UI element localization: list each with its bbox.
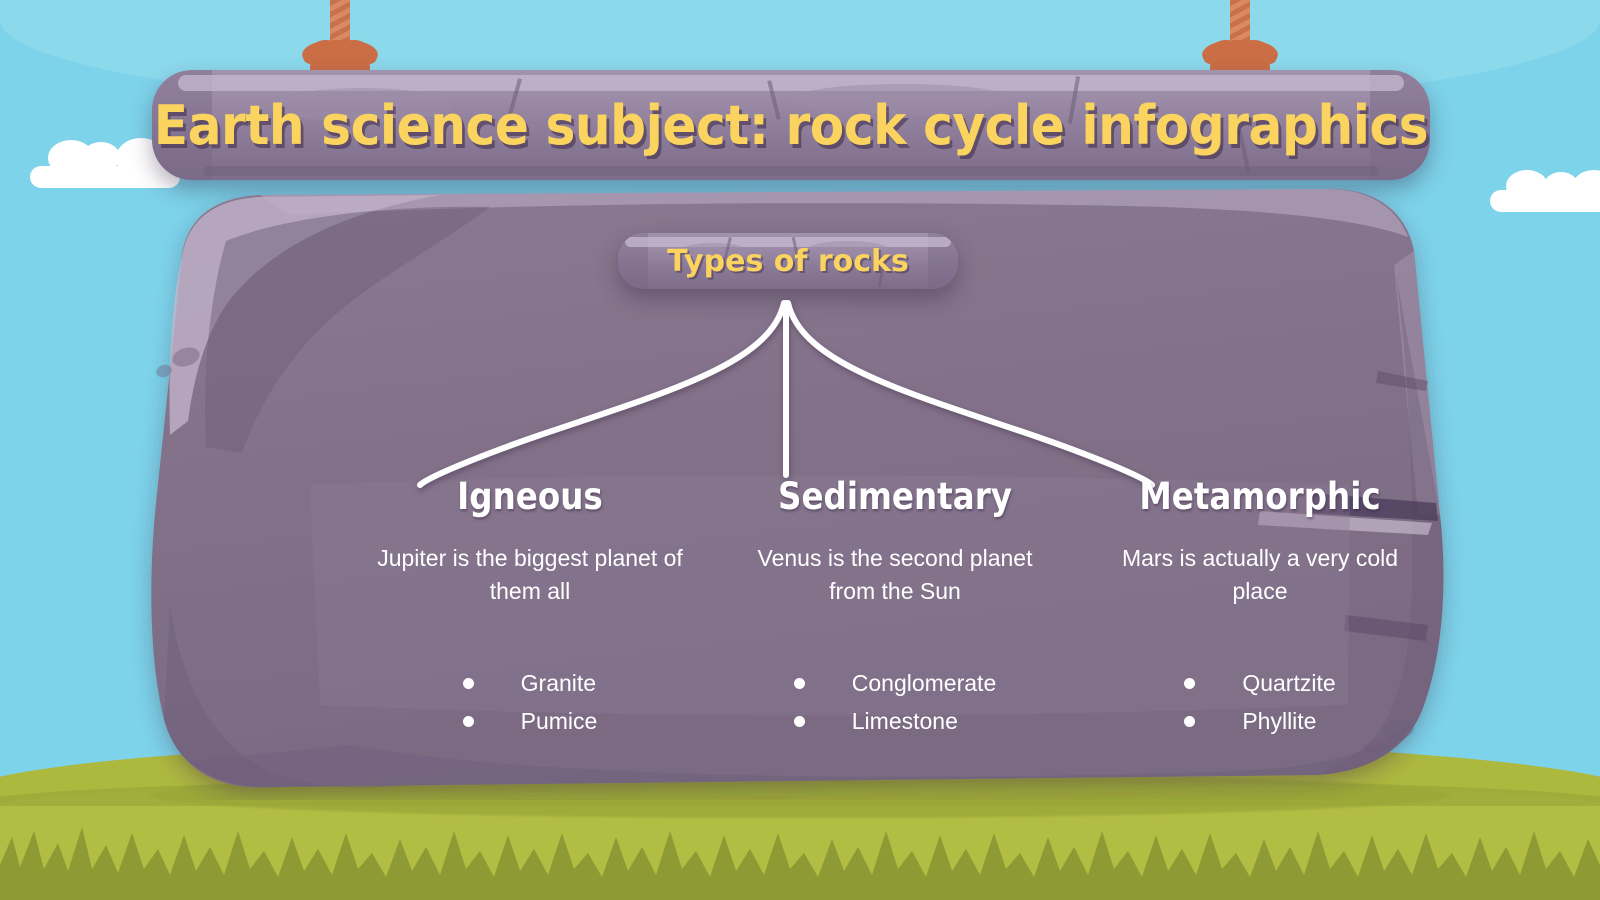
bullet-icon: [462, 715, 474, 727]
list-item: Conglomerate: [793, 665, 997, 702]
column-description: Venus is the second planet from the Sun: [757, 545, 1033, 604]
list-item-label: Granite: [520, 670, 597, 697]
subbanner-highlight: [624, 237, 952, 247]
banner-highlight: [177, 75, 1405, 91]
rock-slab-shape: [151, 188, 1444, 788]
column-heading: Metamorphic: [1139, 475, 1381, 518]
list-item-label: Limestone: [851, 707, 958, 734]
bullet-icon: [462, 678, 474, 690]
list-item-label: Quartzite: [1242, 670, 1336, 697]
column-description: Mars is actually a very cold place: [1121, 545, 1399, 604]
column-list: Conglomerate Limestone: [793, 665, 997, 740]
column-heading: Sedimentary: [777, 475, 1012, 518]
bullet-icon: [1184, 678, 1196, 690]
grass-blades-icon: [0, 827, 1600, 900]
column-heading: Igneous: [457, 475, 603, 518]
column-sedimentary: Sedimentary Venus is the second planet f…: [705, 475, 1085, 740]
list-item: Quartzite: [1184, 665, 1336, 702]
title-banner: Earth science subject: rock cycle infogr…: [152, 70, 1430, 180]
list-item-label: Phyllite: [1242, 707, 1317, 734]
list-item: Pumice: [462, 703, 598, 740]
list-item: Limestone: [793, 703, 996, 740]
column-metamorphic: Metamorphic Mars is actually a very cold…: [1070, 475, 1450, 740]
bullet-icon: [1184, 715, 1196, 727]
connector-lines: [417, 300, 1155, 488]
column-description: Jupiter is the biggest planet of them al…: [377, 545, 683, 604]
list-item-label: Pumice: [520, 707, 598, 734]
slide-title: Earth science subject: rock cycle infogr…: [153, 93, 1429, 157]
diagram-title: Types of rocks: [667, 243, 909, 279]
list-item: Phyllite: [1184, 703, 1335, 740]
cloud-left: [30, 138, 180, 188]
diagram-title-banner: Types of rocks: [618, 233, 958, 289]
bullet-icon: [793, 678, 805, 690]
bullet-icon: [793, 715, 805, 727]
column-igneous: Igneous Jupiter is the biggest planet of…: [340, 475, 720, 740]
banner-underside: [203, 166, 1379, 176]
cloud-right: [1490, 170, 1600, 212]
rock-slab-panel: Types of rocks Igneous Jupiter is th: [110, 185, 1470, 800]
column-list: Granite Pumice: [462, 665, 598, 740]
list-item: Granite: [462, 665, 598, 702]
column-list: Quartzite Phyllite: [1184, 665, 1336, 740]
list-item-label: Conglomerate: [851, 670, 997, 697]
